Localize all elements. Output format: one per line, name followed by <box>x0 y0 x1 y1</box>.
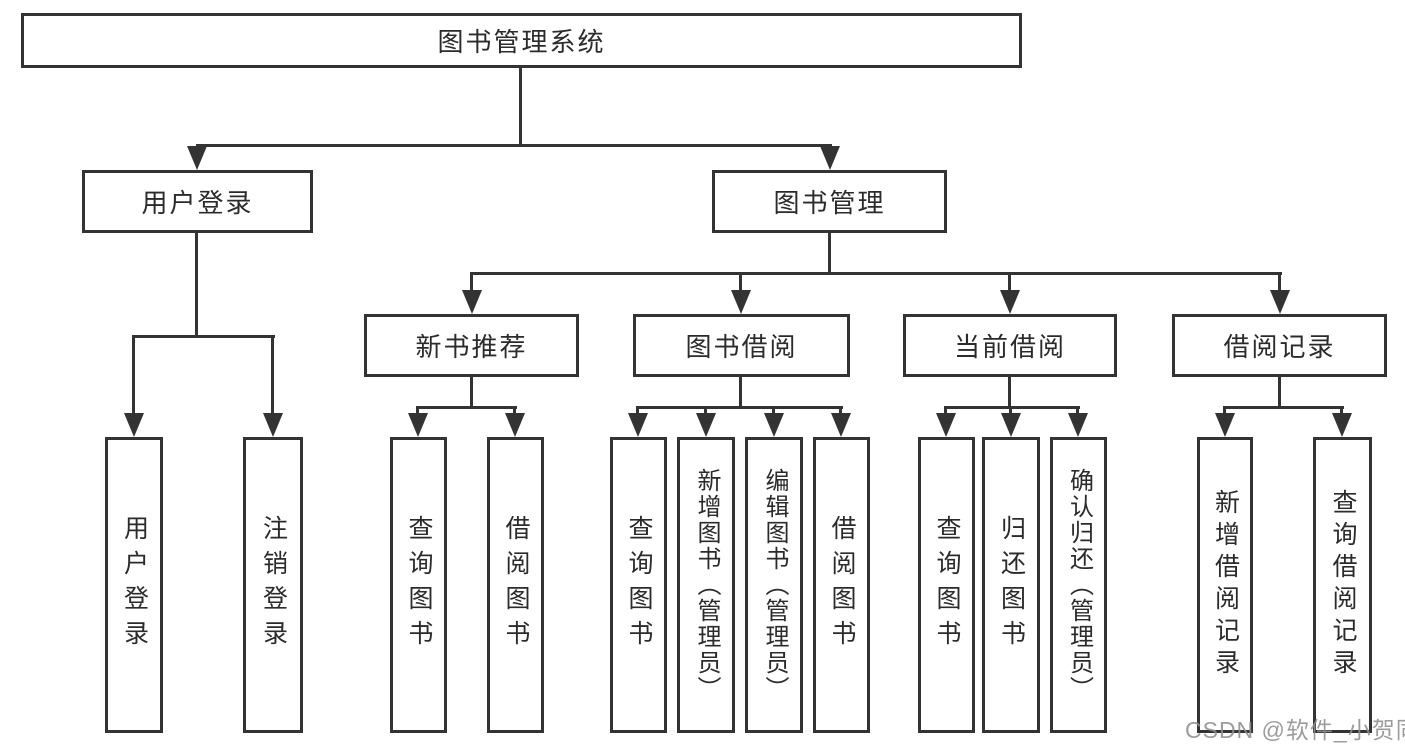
node-current-borrow-label: 当前借阅 <box>953 332 1066 362</box>
connector-user-login-stem <box>195 233 198 335</box>
leaf-edit-book-admin: 编辑图书（管理员） <box>745 437 803 733</box>
leaf-user-login: 用户登录 <box>105 437 163 733</box>
leaf-logout: 注销登录 <box>243 437 303 733</box>
connector-root-bar <box>196 144 832 147</box>
connector-book-borrow-bar <box>636 406 843 409</box>
leaf-logout-label: 注销登录 <box>259 515 288 655</box>
leaf-borrow-borrow-book: 借阅图书 <box>813 437 870 733</box>
connector-book-borrow-drop-2 <box>704 406 707 416</box>
leaf-current-query-book-label: 查询图书 <box>933 515 961 655</box>
arrowhead-down-icon <box>936 413 956 437</box>
node-root: 图书管理系统 <box>21 13 1022 68</box>
arrowhead-down-icon <box>462 290 482 314</box>
connector-book-mgmt-drop-2 <box>739 272 742 293</box>
leaf-query-borrow-record: 查询借阅记录 <box>1313 437 1372 733</box>
connector-current-borrow-drop-2 <box>1009 406 1012 416</box>
arrowhead-down-icon <box>1000 290 1020 314</box>
arrowhead-down-icon <box>408 413 428 437</box>
node-borrow-records: 借阅记录 <box>1172 314 1387 377</box>
leaf-query-borrow-record-label: 查询借阅记录 <box>1329 489 1357 681</box>
connector-root-stem <box>519 68 522 144</box>
leaf-add-borrow-record: 新增借阅记录 <box>1197 437 1253 733</box>
arrowhead-down-icon <box>505 413 525 437</box>
connector-book-borrow-drop-3 <box>772 406 775 416</box>
connector-new-book-bar <box>416 406 517 409</box>
node-borrow-records-label: 借阅记录 <box>1223 332 1336 362</box>
arrowhead-down-icon <box>1068 413 1088 437</box>
connector-new-book-stem <box>470 377 473 406</box>
connector-book-borrow-drop-1 <box>636 406 639 416</box>
node-root-label: 图书管理系统 <box>437 27 606 57</box>
leaf-recommend-query-book-label: 查询图书 <box>405 515 433 655</box>
leaf-add-book-admin-label: 新增图书（管理员） <box>693 468 720 702</box>
leaf-current-query-book: 查询图书 <box>918 437 975 733</box>
connector-book-mgmt-drop-3 <box>1008 272 1011 293</box>
leaf-recommend-borrow-book: 借阅图书 <box>487 437 544 733</box>
arrowhead-down-icon <box>731 290 751 314</box>
connector-book-mgmt-bar <box>470 272 1282 275</box>
connector-book-borrow-drop-4 <box>839 406 842 416</box>
connector-book-borrow-stem <box>739 377 742 406</box>
node-user-login: 用户登录 <box>82 170 313 233</box>
leaf-return-book-label: 归还图书 <box>997 515 1026 655</box>
arrowhead-down-icon <box>263 413 283 437</box>
leaf-borrow-borrow-book-label: 借阅图书 <box>828 515 856 655</box>
node-user-login-label: 用户登录 <box>141 188 254 218</box>
node-book-borrow-label: 图书借阅 <box>685 332 798 362</box>
arrowhead-down-icon <box>1270 290 1290 314</box>
leaf-borrow-query-book: 查询图书 <box>610 437 667 733</box>
leaf-add-book-admin: 新增图书（管理员） <box>677 437 735 733</box>
connector-current-borrow-drop-3 <box>1076 406 1079 416</box>
leaf-confirm-return-admin-label: 确认归还（管理员） <box>1065 468 1093 702</box>
node-book-borrow: 图书借阅 <box>633 314 850 377</box>
arrowhead-down-icon <box>124 413 144 437</box>
connector-book-mgmt-drop-1 <box>470 272 473 293</box>
connector-borrow-record-bar <box>1223 406 1344 409</box>
arrowhead-down-icon <box>696 413 716 437</box>
arrowhead-down-icon <box>1001 413 1021 437</box>
connector-borrow-record-stem <box>1278 377 1281 406</box>
watermark: CSDN @软件_小贺同学 <box>1185 717 1405 743</box>
connector-borrow-record-drop-1 <box>1223 406 1226 416</box>
leaf-confirm-return-admin: 确认归还（管理员） <box>1050 437 1107 733</box>
leaf-recommend-borrow-book-label: 借阅图书 <box>502 515 530 655</box>
arrowhead-down-icon <box>764 413 784 437</box>
leaf-add-borrow-record-label: 新增借阅记录 <box>1211 489 1240 681</box>
leaf-user-login-label: 用户登录 <box>120 515 149 655</box>
node-new-book-recommend: 新书推荐 <box>364 314 579 377</box>
node-new-book-recommend-label: 新书推荐 <box>415 332 528 362</box>
leaf-recommend-query-book: 查询图书 <box>390 437 447 733</box>
arrowhead-down-icon <box>187 146 207 170</box>
arrowhead-down-icon <box>1332 413 1352 437</box>
arrowhead-down-icon <box>1215 413 1235 437</box>
connector-new-book-drop-1 <box>416 406 419 416</box>
connector-new-book-drop-2 <box>513 406 516 416</box>
arrowhead-down-icon <box>820 146 840 170</box>
node-book-management: 图书管理 <box>712 170 947 233</box>
arrowhead-down-icon <box>628 413 648 437</box>
connector-current-borrow-bar <box>944 406 1080 409</box>
arrowhead-down-icon <box>831 413 851 437</box>
connector-user-login-bar <box>132 335 275 338</box>
connector-current-borrow-stem <box>1008 377 1011 406</box>
node-book-management-label: 图书管理 <box>773 188 886 218</box>
connector-user-login-drop-1 <box>132 335 135 418</box>
connector-current-borrow-drop-1 <box>944 406 947 416</box>
connector-book-mgmt-stem <box>828 233 831 272</box>
connector-book-mgmt-drop-4 <box>1278 272 1281 293</box>
leaf-edit-book-admin-label: 编辑图书（管理员） <box>761 468 788 702</box>
leaf-return-book: 归还图书 <box>982 437 1040 733</box>
leaf-borrow-query-book-label: 查询图书 <box>625 515 653 655</box>
connector-user-login-drop-2 <box>271 335 274 418</box>
node-current-borrow: 当前借阅 <box>903 314 1117 377</box>
connector-borrow-record-drop-2 <box>1340 406 1343 416</box>
